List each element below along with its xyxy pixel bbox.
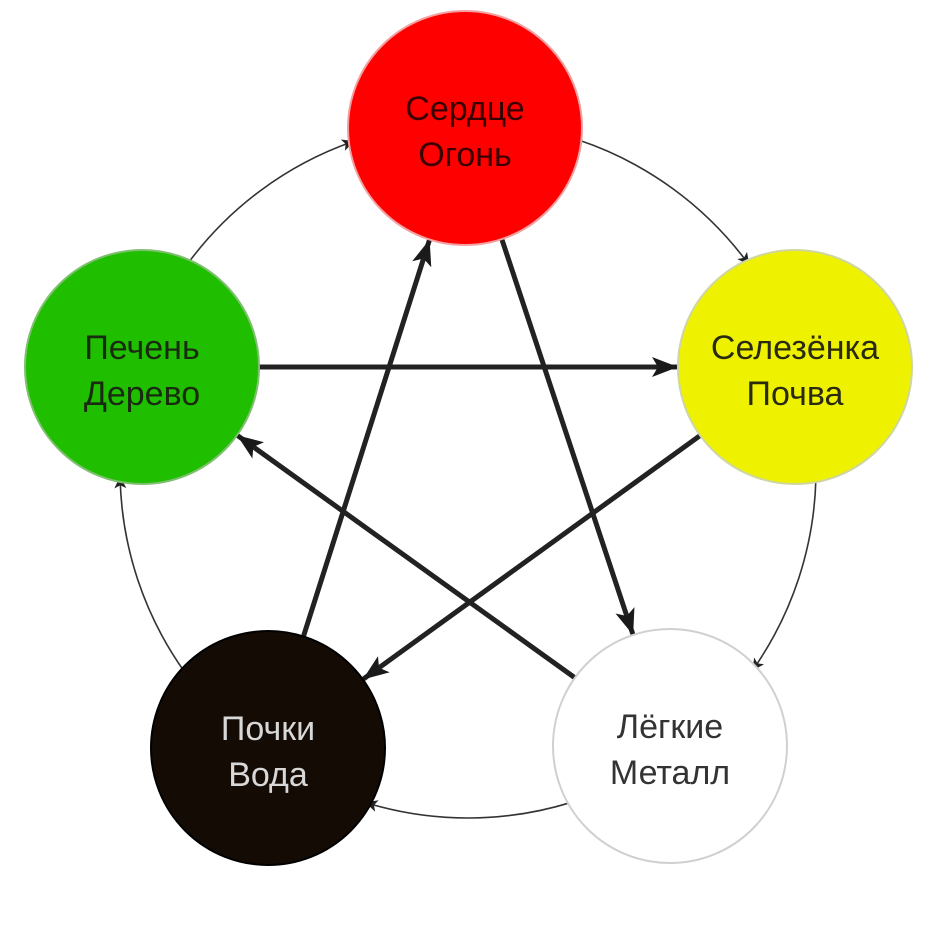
node-label-line1-lungs: Лёгкие [617, 708, 723, 746]
node-circle-spleen [677, 249, 913, 485]
cycle-arrow-heart-to-spleen [577, 139, 750, 266]
node-label-line2-heart: Огонь [418, 136, 512, 174]
node-circle-lungs [552, 628, 788, 864]
node-label-line1-liver: Печень [84, 329, 199, 367]
cycle-arrow-lungs-to-kidneys [365, 800, 572, 819]
node-label-line1-kidneys: Почки [221, 710, 315, 748]
node-label-line2-kidneys: Вода [228, 756, 308, 794]
star-arrow-kidneys-to-heart [299, 238, 432, 645]
node-label-line1-heart: Сердце [405, 90, 524, 128]
star-arrow-spleen-to-kidneys [361, 429, 708, 681]
star-arrow-lungs-to-liver [236, 433, 583, 684]
generating-cycle [114, 139, 817, 819]
controlling-star [236, 230, 708, 684]
node-circle-heart [347, 10, 583, 246]
node-circle-liver [24, 249, 260, 485]
cycle-arrow-kidneys-to-liver [114, 476, 185, 672]
node-label-line2-spleen: Почва [747, 375, 844, 413]
node-circle-kidneys [150, 630, 386, 866]
cycle-arrow-spleen-to-lungs [752, 478, 817, 671]
cycle-arrow-liver-to-heart [187, 139, 355, 264]
node-label-line2-liver: Дерево [84, 375, 200, 413]
star-arrow-heart-to-lungs [497, 230, 635, 636]
node-label-line2-lungs: Металл [610, 754, 730, 792]
node-label-line1-spleen: Селезёнка [711, 329, 879, 367]
